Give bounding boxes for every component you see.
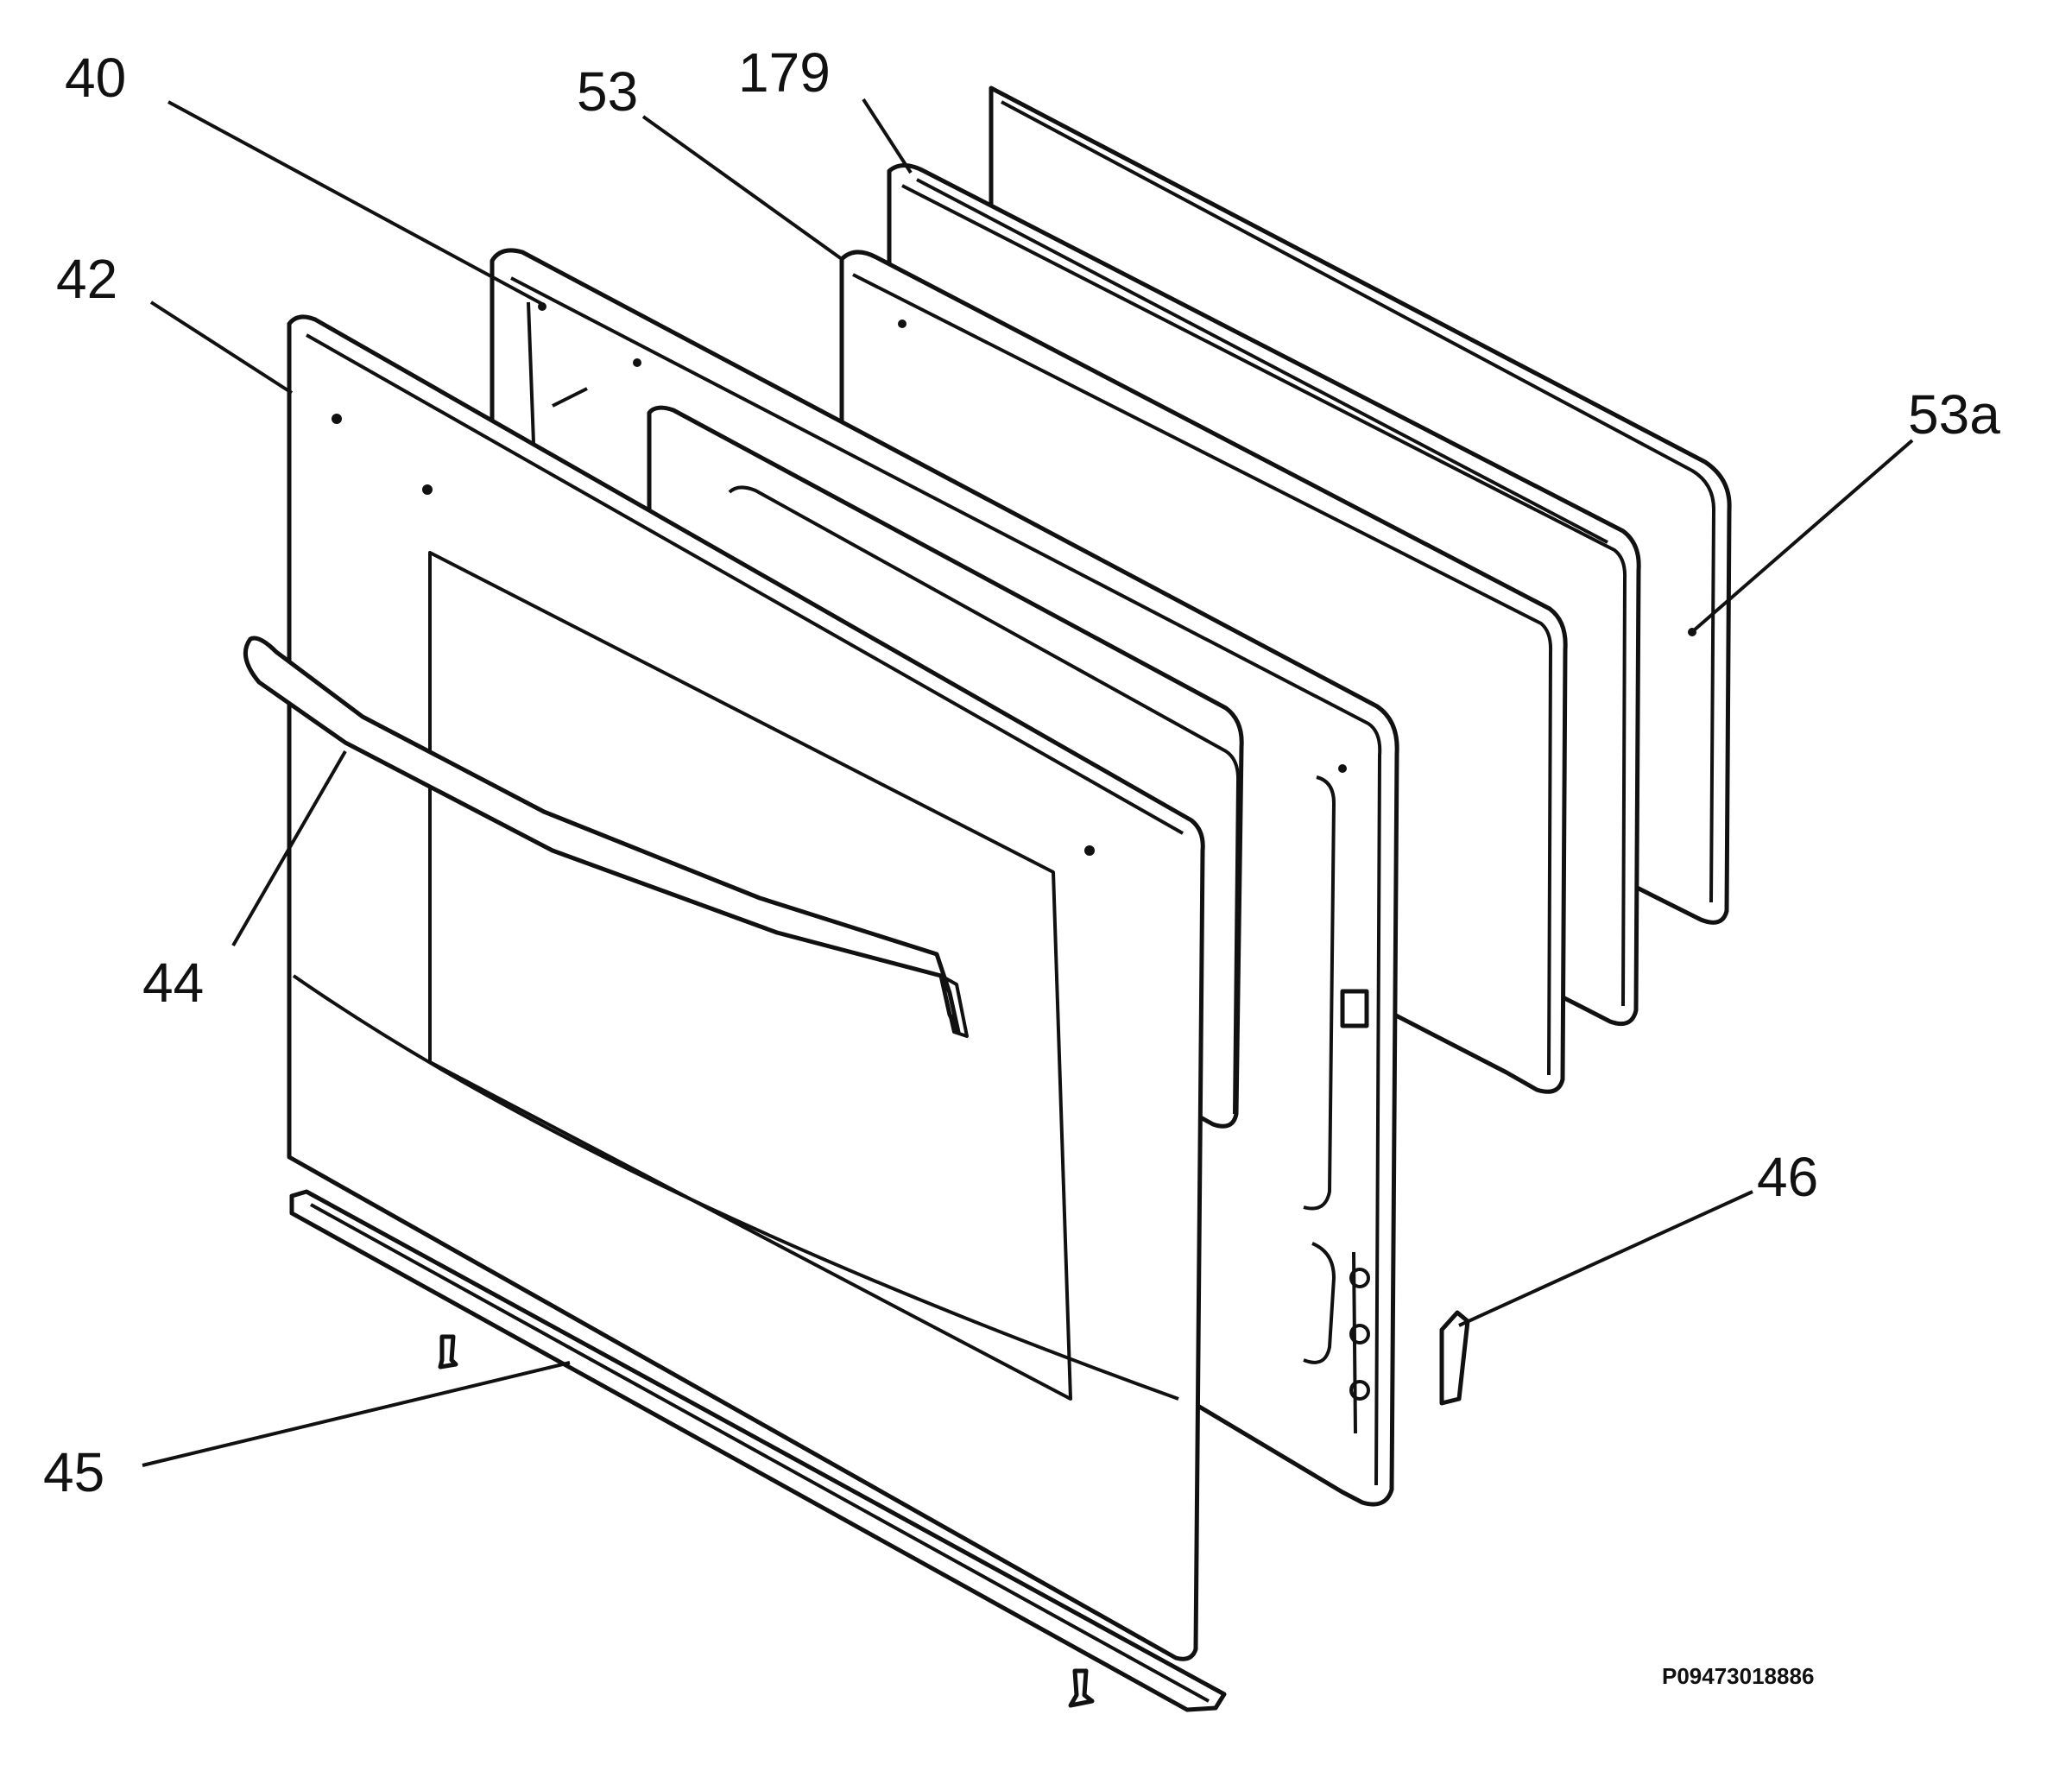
part-label-45: 45 <box>43 1441 104 1503</box>
outer-door-glass-42 <box>287 314 1205 1661</box>
part-label-40: 40 <box>65 47 126 109</box>
part-label-53: 53 <box>577 60 638 123</box>
screw-upper <box>438 1334 458 1370</box>
part-label-179: 179 <box>738 41 831 104</box>
door-handle-44 <box>243 636 969 1038</box>
part-label-42: 42 <box>56 248 117 310</box>
bottom-trim-strip-45 <box>289 1189 1227 1712</box>
screw-lower <box>1068 1668 1095 1708</box>
hinge-46 <box>1439 1310 1470 1406</box>
drawing-code: P09473018886 <box>1662 1663 1814 1689</box>
part-label-44: 44 <box>142 952 204 1014</box>
part-label-53a: 53a <box>1908 383 2000 446</box>
part-label-46: 46 <box>1757 1146 1818 1208</box>
